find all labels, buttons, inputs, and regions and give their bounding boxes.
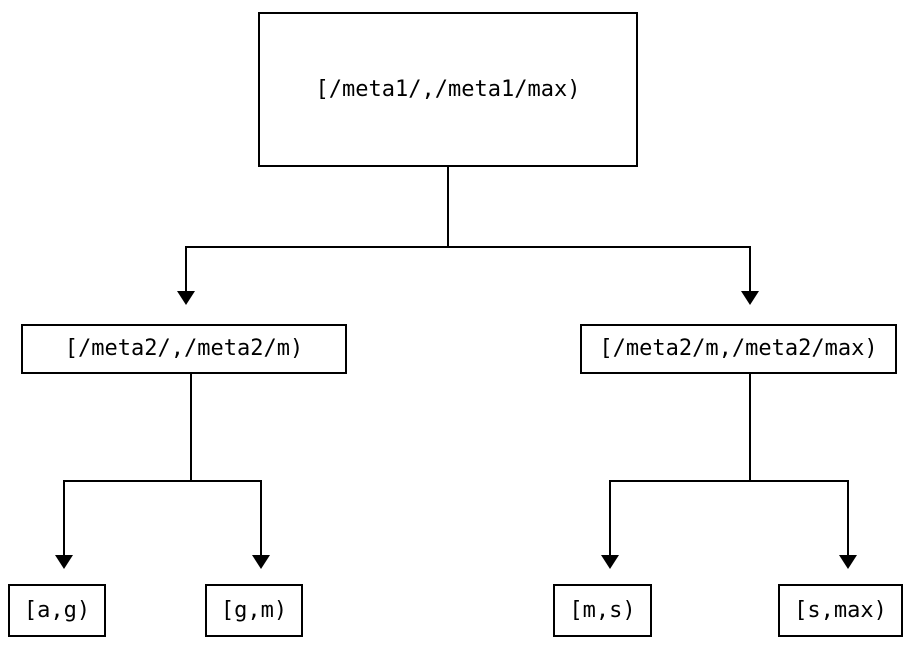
edge-mid-right-to-leaf3-drop: [609, 480, 611, 556]
arrowhead-mid-left-to-leaf2: [252, 555, 270, 569]
node-mid-left-label: [/meta2/,/meta2/m): [64, 336, 304, 361]
edge-mid-left-to-leaf1-drop: [63, 480, 65, 556]
node-leaf-1-label: [a,g): [23, 597, 91, 623]
node-leaf-3-label: [m,s): [569, 597, 636, 623]
arrowhead-mid-right-to-leaf3: [601, 555, 619, 569]
edge-mid-left-to-leaf2-drop: [260, 480, 262, 556]
node-leaf-4-label: [s,max): [794, 597, 887, 623]
arrowhead-root-to-mid-right: [741, 291, 759, 305]
node-mid-right[interactable]: [/meta2/m,/meta2/max): [580, 324, 897, 374]
node-mid-left[interactable]: [/meta2/,/meta2/m): [21, 324, 347, 374]
edge-mid-left-trunk: [190, 374, 192, 481]
node-root-label: [/meta1/,/meta1/max): [315, 76, 581, 102]
node-leaf-2-label: [g,m): [220, 597, 288, 623]
edge-mid-right-to-leaf4-drop: [847, 480, 849, 556]
edge-mid-right-crossbar: [609, 480, 849, 482]
edge-root-to-mid-right-drop: [749, 246, 751, 292]
node-leaf-3[interactable]: [m,s): [553, 584, 652, 637]
edge-root-to-mid-left-drop: [185, 246, 187, 292]
node-root[interactable]: [/meta1/,/meta1/max): [258, 12, 638, 167]
arrowhead-root-to-mid-left: [177, 291, 195, 305]
edge-mid-left-crossbar: [63, 480, 262, 482]
arrowhead-mid-right-to-leaf4: [839, 555, 857, 569]
node-leaf-4[interactable]: [s,max): [778, 584, 903, 637]
node-mid-right-label: [/meta2/m,/meta2/max): [599, 336, 878, 361]
edge-root-crossbar: [185, 246, 750, 248]
node-leaf-2[interactable]: [g,m): [205, 584, 303, 637]
arrowhead-mid-left-to-leaf1: [55, 555, 73, 569]
edge-root-trunk: [447, 167, 449, 248]
edge-mid-right-trunk: [749, 374, 751, 481]
node-leaf-1[interactable]: [a,g): [8, 584, 106, 637]
